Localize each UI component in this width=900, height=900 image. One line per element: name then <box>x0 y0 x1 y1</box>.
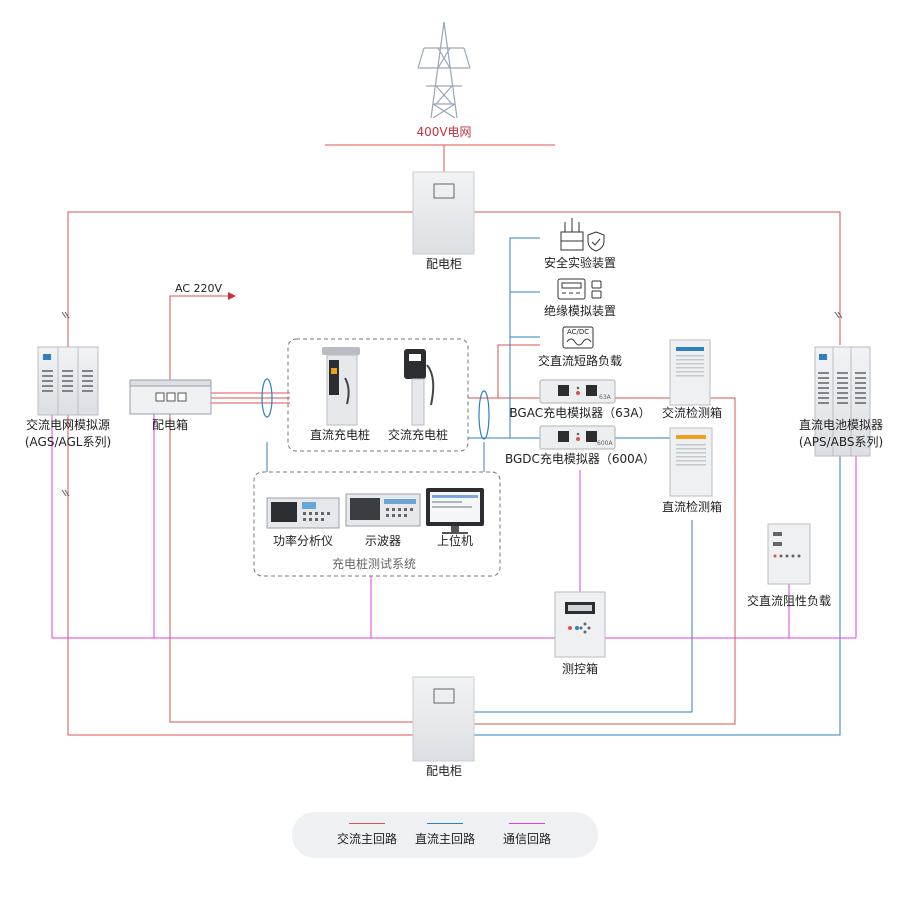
power-analyzer-label: 功率分析仪 <box>272 534 334 548</box>
test-system-group <box>253 471 501 577</box>
legend-label-comm: 通信回路 <box>502 832 551 846</box>
power-analyzer-icon <box>266 497 340 529</box>
ac220-line <box>169 295 228 380</box>
dc-detection-box-icon <box>669 427 713 497</box>
legend-line-comm <box>509 823 545 824</box>
distribution-box-label: 配电箱 <box>151 418 189 432</box>
ac-charging-pile-icon <box>404 349 435 426</box>
ac-detect-to-bottom-cabinet <box>474 397 736 725</box>
battery-sim-label: 直流电池模拟器 <box>798 418 884 432</box>
ac-source-series: (AGS/AGL系列) <box>24 435 112 449</box>
insulation-sim-icon <box>557 278 602 300</box>
control-box-label: 测控箱 <box>561 662 599 676</box>
insulation-label: 绝缘模拟装置 <box>543 304 617 318</box>
legend: 交流主回路 直流主回路 通信回路 <box>292 812 598 858</box>
dc-charging-pile-icon <box>322 347 360 426</box>
bgdc-simulator-icon <box>539 425 616 450</box>
test-system-label: 充电桩测试系统 <box>331 557 417 571</box>
bgdc-tag: 600A <box>597 440 613 447</box>
ac-grid-simulator-icon <box>37 346 99 416</box>
top-cabinet-label: 配电柜 <box>425 257 463 271</box>
dc-lines <box>266 237 841 736</box>
bgac-simulator-icon <box>539 379 616 404</box>
dc-detect-to-bottom-cabinet <box>474 520 693 713</box>
legend-item-dc: 直流主回路 <box>410 812 480 858</box>
bgac-label: BGAC充电模拟器（63A） <box>509 406 651 420</box>
distribution-box-icon <box>129 379 212 415</box>
ac-detect-label: 交流检测箱 <box>661 406 723 420</box>
charging-pile-group <box>287 338 469 452</box>
host-computer-icon <box>426 488 484 534</box>
control-box-icon <box>554 591 606 658</box>
resistive-load-label: 交直流阻性负载 <box>746 594 832 608</box>
dc-battery-simulator-icon <box>814 346 871 457</box>
ac-source-to-bottom-cabinet <box>67 415 413 736</box>
battery-sim-series: (APS/ABS系列) <box>798 435 884 449</box>
legend-label-ac: 交流主回路 <box>336 832 397 846</box>
short-load-icon-text: AC/DC <box>567 328 590 336</box>
safety-test-icon <box>560 218 605 252</box>
dc-pile-label: 直流充电桩 <box>309 428 371 442</box>
dc-detect-label: 直流检测箱 <box>661 500 723 514</box>
top-cabinet-icon <box>412 171 475 255</box>
ac220-label: AC 220V <box>175 282 223 295</box>
legend-item-comm: 通信回路 <box>492 812 562 858</box>
host-label: 上位机 <box>436 534 474 548</box>
bgdc-label: BGDC充电模拟器（600A） <box>504 452 656 466</box>
to-short-load <box>468 344 540 399</box>
ac-source-label: 交流电网模拟源 <box>25 418 111 432</box>
bgac-tag: 63A <box>599 394 611 401</box>
bottom-cabinet-icon <box>412 676 475 762</box>
grid-label: 400V电网 <box>416 125 472 139</box>
ac-pile-label: 交流充电桩 <box>387 428 449 442</box>
break-marks <box>61 311 843 497</box>
transmission-tower-icon <box>417 21 471 119</box>
dbox-to-bottom-cabinet <box>169 414 413 723</box>
legend-line-dc <box>427 823 463 824</box>
legend-item-ac: 交流主回路 <box>332 812 402 858</box>
short-circuit-load-icon <box>562 326 594 349</box>
short-load-label: 交直流短路负载 <box>537 354 623 368</box>
oscilloscope-label: 示波器 <box>364 534 402 548</box>
ac-lines <box>67 144 841 736</box>
ac-detection-box-icon <box>669 339 711 406</box>
legend-label-dc: 直流主回路 <box>414 832 475 846</box>
legend-line-ac <box>349 823 385 824</box>
safety-label: 安全实验装置 <box>543 256 617 270</box>
oscilloscope-icon <box>345 493 421 527</box>
comm-lines <box>51 414 857 639</box>
battery-to-bottom-cabinet <box>474 456 841 736</box>
cabinet-to-battery-sim <box>474 211 841 345</box>
ac220-arrow <box>228 292 236 300</box>
bottom-cabinet-label: 配电柜 <box>425 764 463 778</box>
cabinet-to-ac-source <box>67 211 413 347</box>
resistive-load-icon <box>767 523 811 585</box>
current-sensors <box>261 378 490 440</box>
